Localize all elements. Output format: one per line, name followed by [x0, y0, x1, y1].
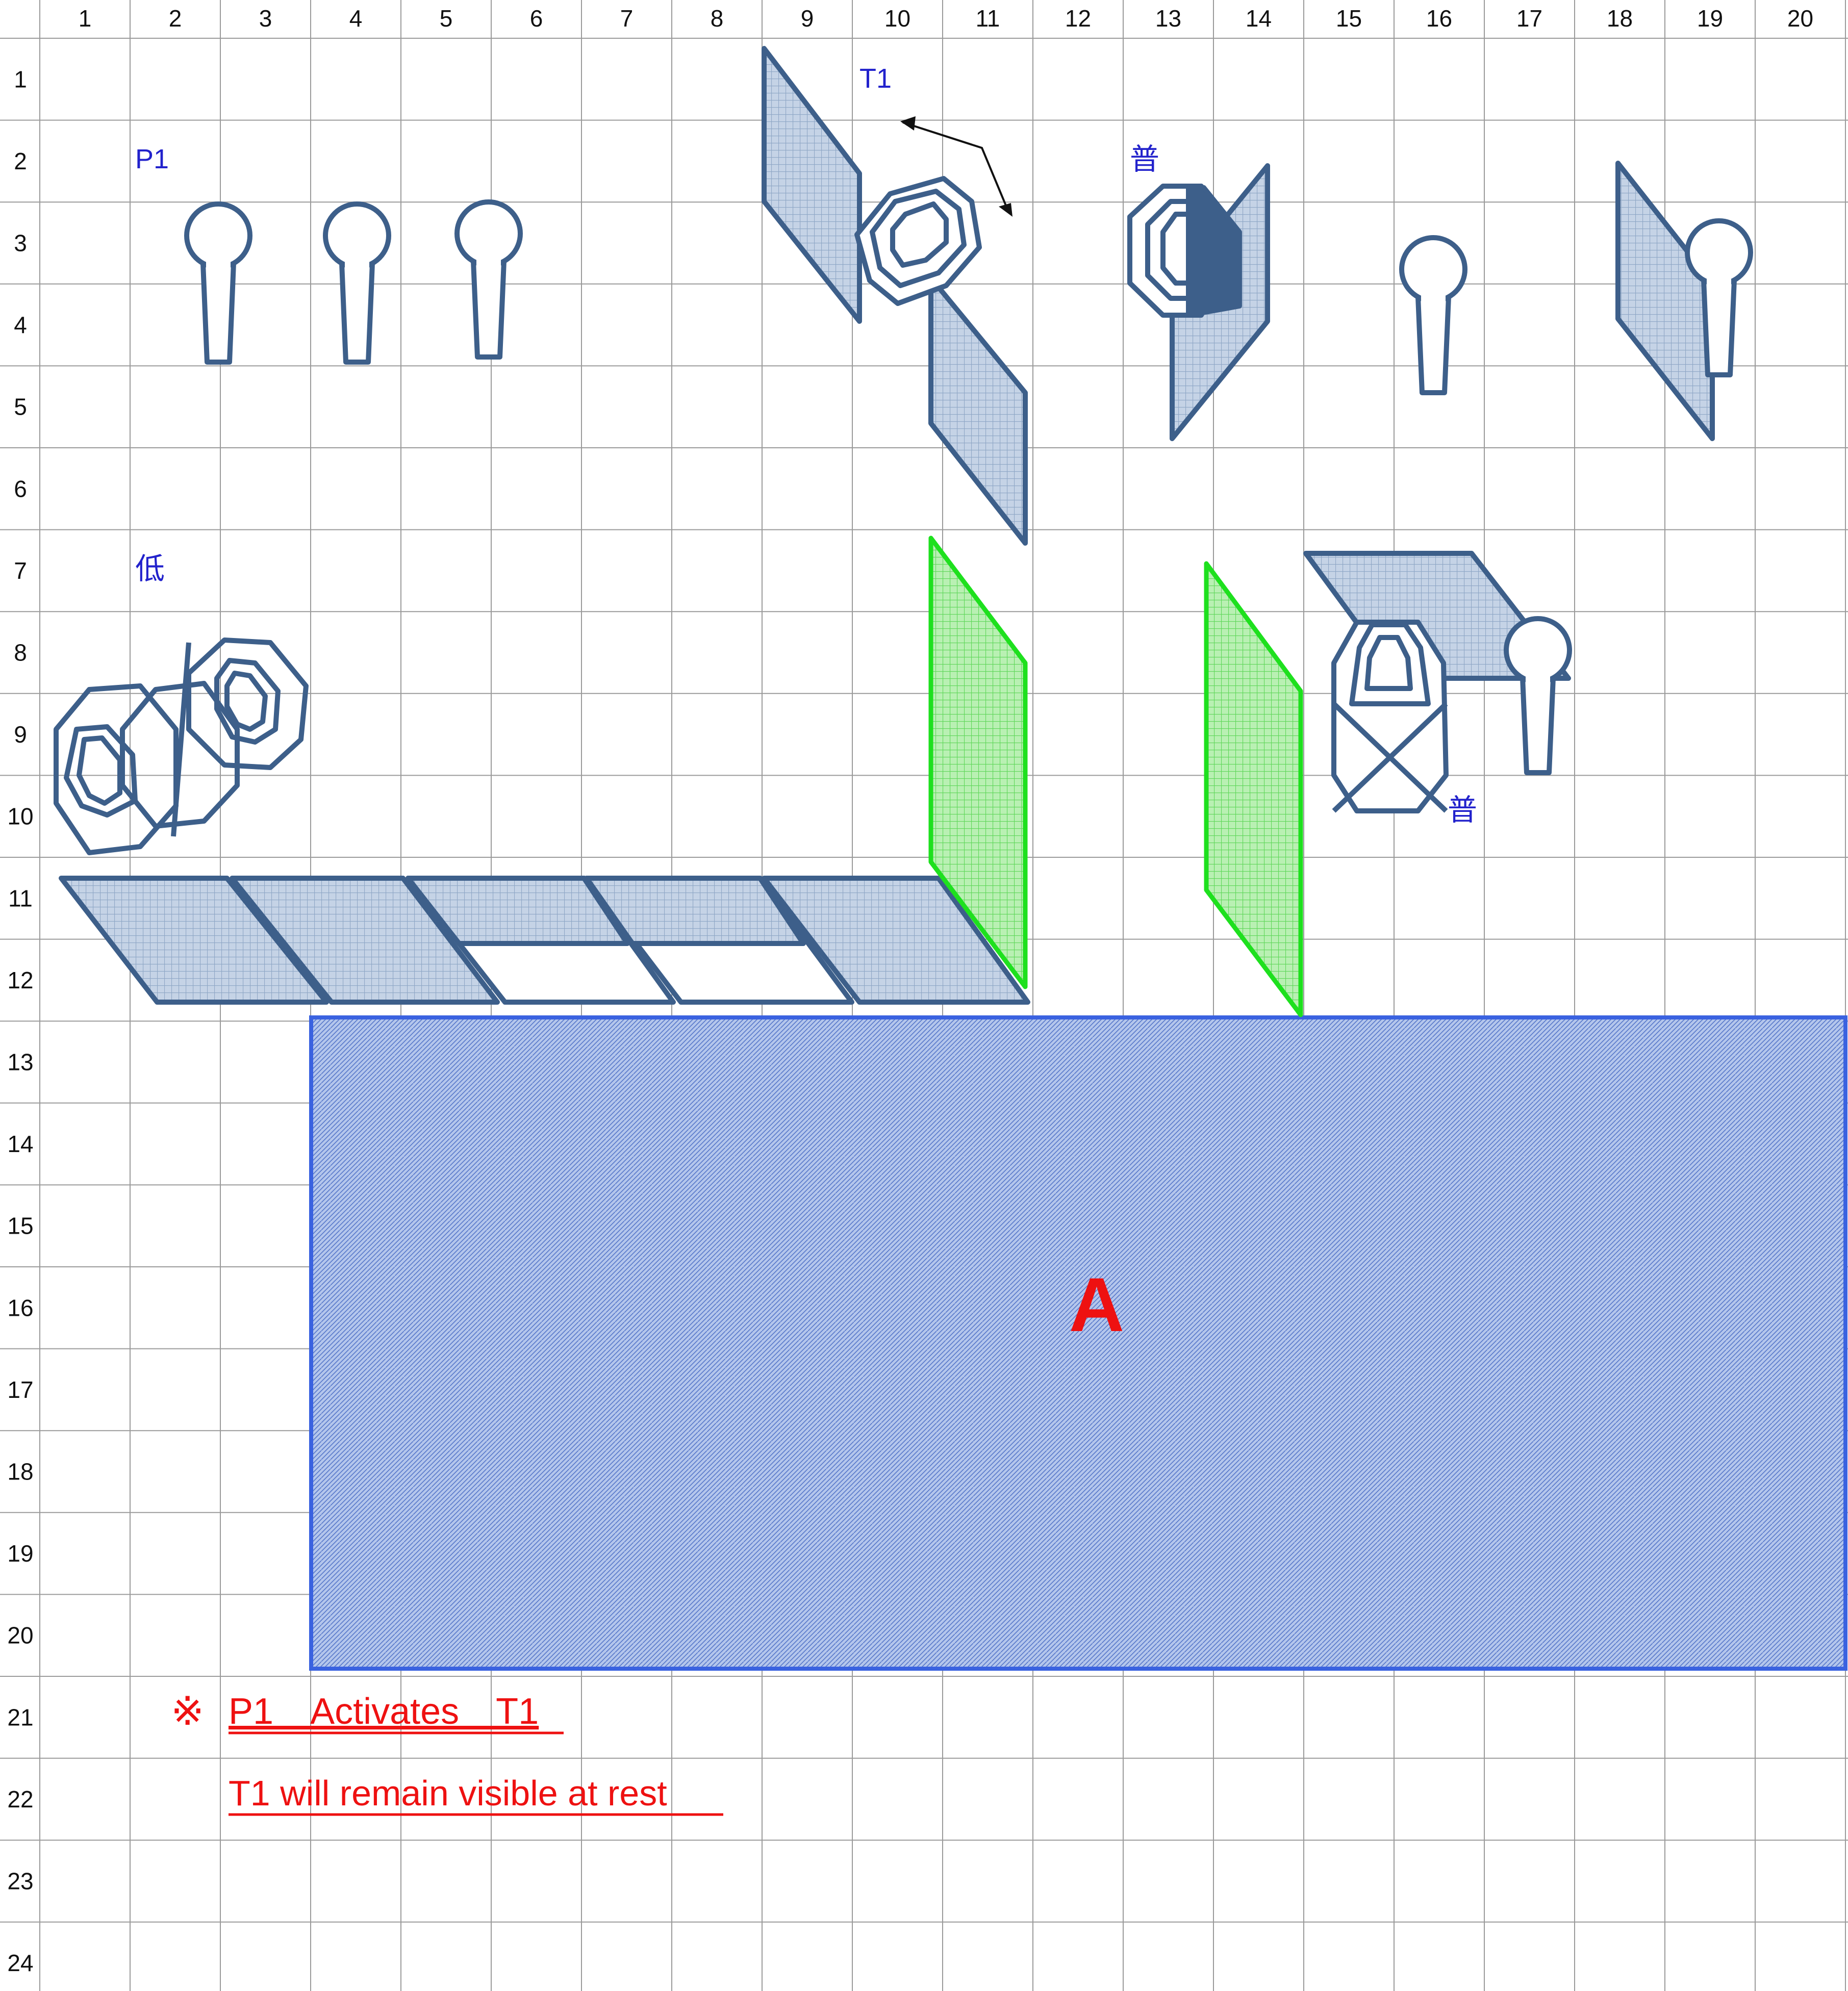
floor-panel-row — [61, 878, 1028, 1002]
column-header: 3 — [259, 5, 272, 32]
column-header: 4 — [349, 5, 363, 32]
row-header: 12 — [7, 967, 33, 993]
column-header: 6 — [530, 5, 543, 32]
normal-mid-octagon-inner-2 — [1367, 637, 1410, 688]
column-header: 13 — [1155, 5, 1181, 32]
row-header: 17 — [7, 1376, 33, 1403]
row-header: 18 — [7, 1459, 33, 1485]
column-header: 18 — [1607, 5, 1633, 32]
column-header: 9 — [801, 5, 814, 32]
column-header: 11 — [976, 5, 1000, 32]
row-header: 24 — [7, 1950, 33, 1976]
area-a-label: A — [1069, 1262, 1124, 1347]
column-header: 10 — [884, 5, 910, 32]
column-header: 15 — [1336, 5, 1362, 32]
column-header: 20 — [1787, 5, 1813, 32]
column-header: 17 — [1516, 5, 1542, 32]
row-header: 7 — [14, 557, 27, 584]
row-header: 3 — [14, 230, 27, 257]
normal-mid-label: 普 — [1448, 794, 1477, 827]
row-header: 23 — [7, 1868, 33, 1895]
row-header: 5 — [14, 394, 27, 420]
column-header: 19 — [1697, 5, 1723, 32]
normal-top-label: 普 — [1130, 143, 1159, 176]
column-header: 16 — [1426, 5, 1452, 32]
column-header: 12 — [1065, 5, 1091, 32]
note-line-1: P1 Activates T1 — [229, 1691, 539, 1732]
row-header: 10 — [7, 803, 33, 830]
p1-label: P1 — [135, 144, 169, 174]
low-label: 低 — [135, 552, 165, 585]
column-header: 7 — [620, 5, 634, 32]
row-header: 11 — [8, 885, 33, 911]
row-header: 22 — [7, 1786, 33, 1813]
row-header: 4 — [14, 312, 27, 338]
column-header: 1 — [79, 5, 92, 32]
column-header: 14 — [1246, 5, 1272, 32]
row-header: 14 — [7, 1131, 33, 1157]
row-header: 20 — [7, 1622, 33, 1649]
row-header: 13 — [7, 1049, 33, 1076]
row-header: 19 — [7, 1540, 33, 1567]
note-mark: ※ — [171, 1689, 204, 1733]
row-header: 2 — [14, 148, 27, 174]
t1-label: T1 — [859, 63, 892, 94]
row-header: 16 — [7, 1294, 33, 1321]
column-header: 2 — [169, 5, 182, 32]
column-header: 8 — [711, 5, 724, 32]
row-header: 21 — [7, 1704, 33, 1730]
column-header: 5 — [440, 5, 453, 32]
row-header: 9 — [14, 721, 27, 748]
note-line-2: T1 will remain visible at rest — [229, 1773, 667, 1813]
row-header: 1 — [14, 66, 27, 92]
row-header: 15 — [7, 1213, 33, 1239]
row-header: 6 — [14, 475, 27, 502]
row-header: 8 — [14, 640, 27, 666]
